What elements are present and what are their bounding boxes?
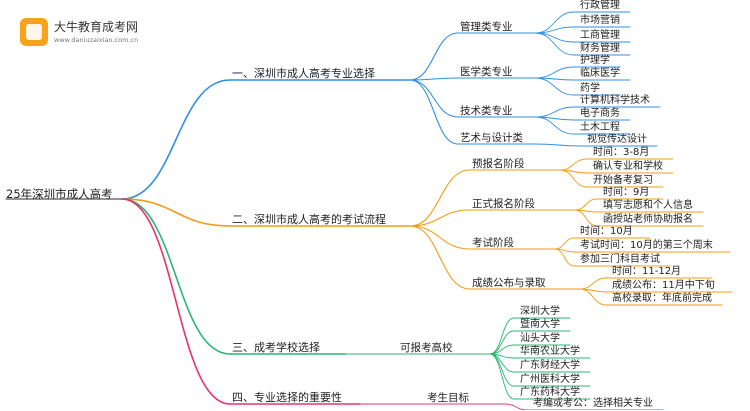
connector-line <box>121 198 231 227</box>
connector-line <box>534 66 575 79</box>
leaf-topic: 市场营销 <box>580 15 620 26</box>
leaf-topic: 考试时间：10月的第三个周末 <box>580 240 713 251</box>
connector-line <box>121 79 231 200</box>
connector-line <box>489 330 515 355</box>
branch-topic: 三、成考学校选择 <box>232 341 320 354</box>
brand-url: www.daniuzaixian.com.cn <box>54 36 139 44</box>
connector-line <box>574 198 598 211</box>
connector-line <box>579 277 607 290</box>
subtopic: 预报名阶段 <box>472 158 525 170</box>
leaf-topic: 函授站老师协助报名 <box>603 214 693 225</box>
connector-line <box>534 32 575 56</box>
connector-line <box>534 143 582 147</box>
leaf-topic: 电子商务 <box>580 108 620 119</box>
leaf-topic: 参加三门科目考试 <box>580 254 660 265</box>
connector-line <box>504 403 528 410</box>
leaf-topic: 财务管理 <box>580 43 620 54</box>
subtopic: 管理类专业 <box>460 21 513 33</box>
leaf-topic: 考编或考公：选择相关专业 <box>533 398 653 409</box>
connector-line <box>534 106 575 118</box>
brand-logo-icon <box>20 18 48 46</box>
connector-line <box>121 198 231 355</box>
connector-line <box>559 169 588 188</box>
leaf-topic: 临床医学 <box>580 68 620 79</box>
connector-line <box>409 79 459 145</box>
connector-line <box>574 209 598 227</box>
subtopic: 成绩公布与录取 <box>472 277 546 289</box>
leaf-topic: 暨南大学 <box>520 319 560 330</box>
leaf-topic: 时间：3-8月 <box>593 147 650 158</box>
leaf-topic: 药学 <box>580 83 600 94</box>
connector-line <box>554 248 575 267</box>
connector-line <box>409 32 459 81</box>
connector-line <box>534 77 575 96</box>
brand-name: 大牛教育成考网 <box>54 20 139 34</box>
connector-line <box>534 11 575 34</box>
connector-line <box>554 237 575 250</box>
leaf-topic: 华南农业大学 <box>520 346 580 357</box>
subtopic: 艺术与设计类 <box>460 132 523 144</box>
leaf-topic: 视觉传达设计 <box>587 134 647 145</box>
connector-line <box>409 225 471 250</box>
leaf-topic: 确认专业和学校 <box>593 161 663 172</box>
leaf-topic: 深圳大学 <box>520 306 560 317</box>
leaf-topic: 计算机科学技术 <box>580 95 650 106</box>
subtopic: 考生目标 <box>427 392 469 404</box>
subtopic: 医学类专业 <box>460 66 513 78</box>
subtopic: 技术类专业 <box>460 105 513 117</box>
connector-line <box>409 169 471 227</box>
leaf-topic: 高校录取：年底前完成 <box>612 293 712 304</box>
subtopic: 正式报名阶段 <box>472 198 535 210</box>
connector-line <box>409 77 459 81</box>
connector-line <box>121 198 231 405</box>
subtopic: 可报考高校 <box>400 342 453 354</box>
connector-line <box>409 79 459 118</box>
leaf-topic: 时间：10月 <box>580 226 633 237</box>
subtopic: 考试阶段 <box>472 237 514 249</box>
leaf-topic: 土木工程 <box>580 122 620 133</box>
leaf-topic: 开始备考复习 <box>593 175 653 186</box>
branch-topic: 一、深圳市成人高考专业选择 <box>232 67 375 80</box>
leaf-topic: 填写志愿和个人信息 <box>603 200 693 211</box>
branch-topic: 二、深圳市成人高考的考试流程 <box>232 213 386 226</box>
leaf-topic: 广州医科大学 <box>520 374 580 385</box>
root-topic: 25年深圳市成人高考 <box>6 187 113 201</box>
leaf-topic: 行政管理 <box>580 0 620 11</box>
connector-line <box>489 353 515 387</box>
leaf-topic: 广东财经大学 <box>520 360 580 371</box>
leaf-topic: 护理学 <box>580 55 610 66</box>
connector-line <box>409 209 471 227</box>
leaf-topic: 时间：9月 <box>603 187 650 198</box>
connector-line <box>559 158 588 171</box>
leaf-topic: 工商管理 <box>580 30 620 41</box>
connector-line <box>489 353 515 400</box>
connector-line <box>534 32 575 43</box>
connector-line <box>489 317 515 355</box>
connector-line <box>579 288 607 306</box>
leaf-topic: 时间：11-12月 <box>612 266 682 277</box>
leaf-topic: 广东药科大学 <box>520 387 580 398</box>
leaf-topic: 汕头大学 <box>520 333 560 344</box>
branch-topic: 四、专业选择的重要性 <box>232 391 342 404</box>
connector-line <box>409 225 471 290</box>
connector-line <box>534 116 575 135</box>
leaf-topic: 成绩公布：11月中下旬 <box>612 280 715 291</box>
